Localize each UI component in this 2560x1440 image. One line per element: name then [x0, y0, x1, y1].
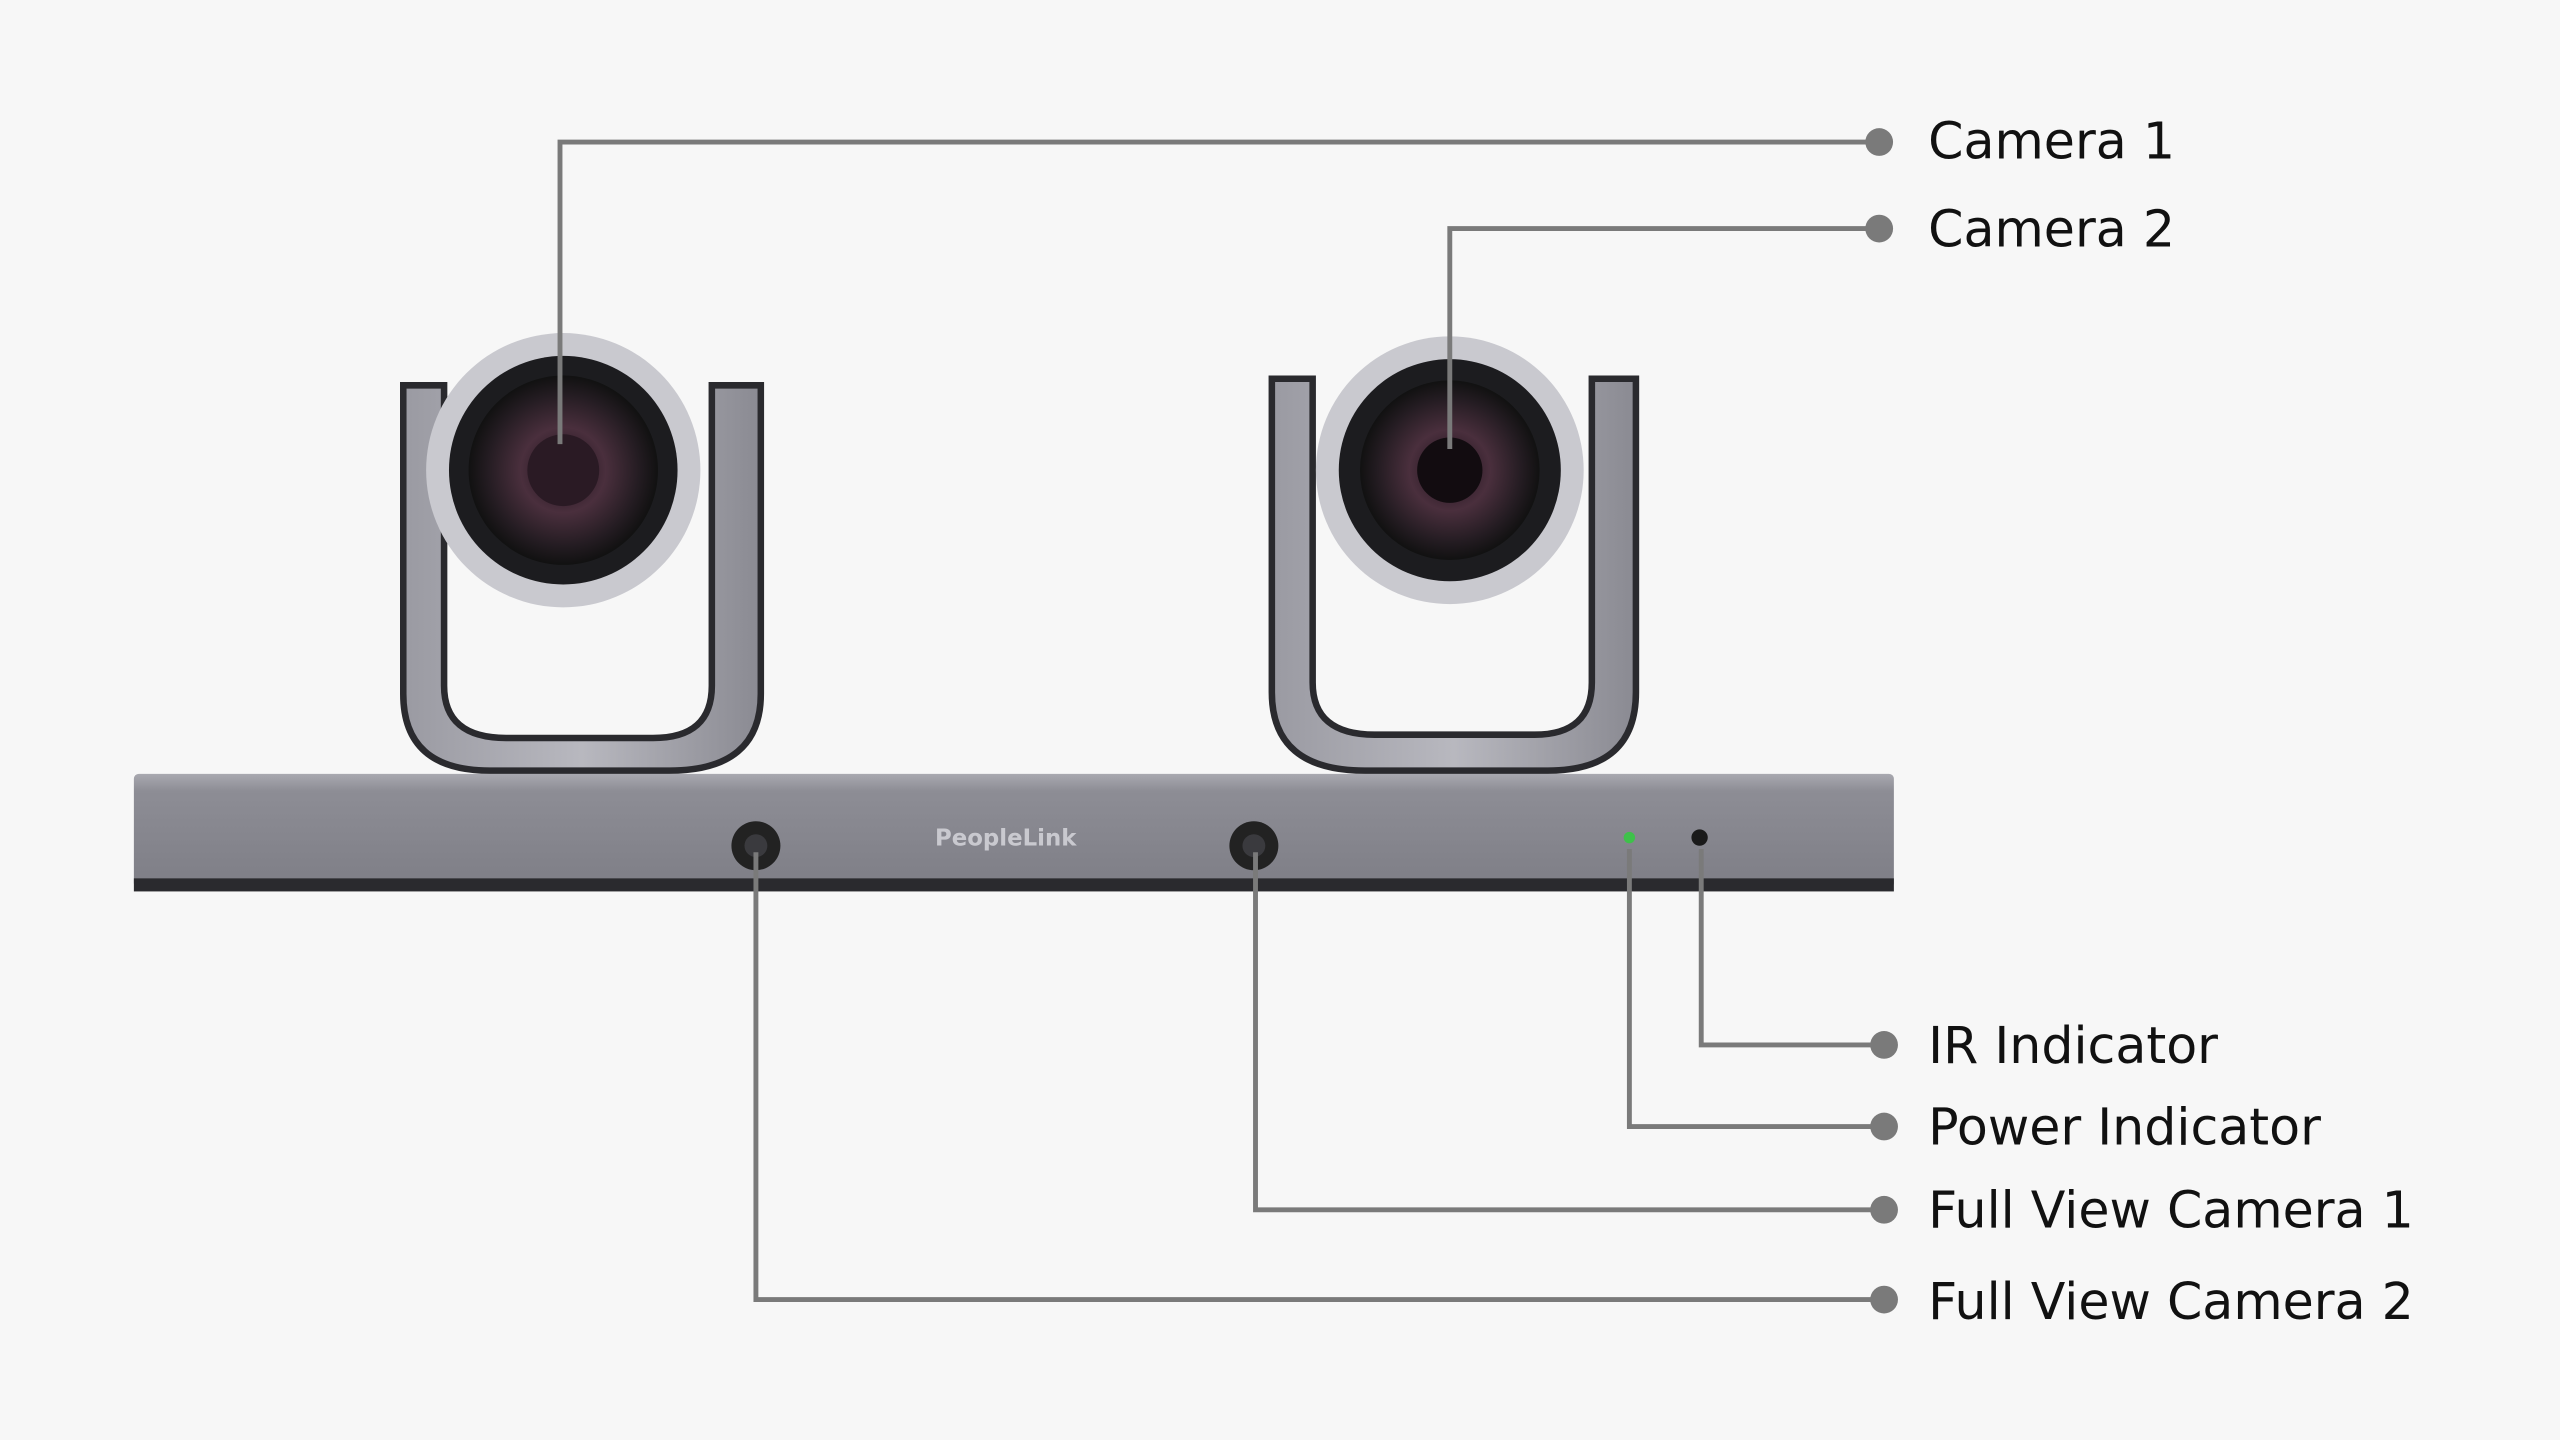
callout-dot [1870, 1285, 1898, 1314]
callout-power-indicator: Power Indicator [1626, 848, 2321, 1156]
ptz-camera-1 [400, 333, 765, 774]
callout-dot [1870, 1195, 1898, 1224]
camera-base-bar: PeopleLink [133, 773, 1894, 892]
callout-camera-1: Camera 1 [557, 111, 2175, 445]
callout-label: IR Indicator [1928, 1016, 2218, 1075]
callout-label: Power Indicator [1928, 1097, 2321, 1156]
ir-sensor [1691, 829, 1708, 846]
callout-ir-indicator: IR Indicator [1698, 848, 2218, 1075]
callout-label: Full View Camera 1 [1928, 1181, 2414, 1240]
callout-camera-2: Camera 2 [1447, 200, 2175, 449]
callout-full-view-camera-1: Full View Camera 1 [1253, 852, 2414, 1240]
ptz-camera-2 [1268, 336, 1640, 774]
callout-label: Camera 2 [1928, 200, 2175, 259]
callout-dot [1870, 1112, 1898, 1141]
callout-dot [1865, 128, 1894, 156]
callout-label: Full View Camera 2 [1928, 1272, 2414, 1331]
callout-dot [1865, 214, 1894, 243]
callout-dot [1870, 1031, 1898, 1059]
power-led [1623, 831, 1636, 844]
callout-full-view-camera-2: Full View Camera 2 [753, 852, 2414, 1331]
brand-logo: PeopleLink [935, 826, 1077, 852]
callout-label: Camera 1 [1928, 111, 2175, 170]
